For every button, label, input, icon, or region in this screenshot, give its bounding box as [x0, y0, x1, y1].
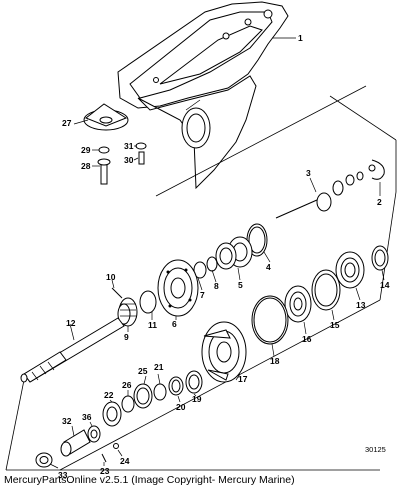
washer-29: [98, 146, 110, 154]
prop-nut-33: [35, 452, 53, 468]
callout-24: 24: [120, 456, 130, 466]
bearing-carrier-17: [201, 321, 247, 383]
callout-14: 14: [380, 280, 390, 290]
callout-31: 31: [124, 141, 134, 151]
bearing-5: [215, 236, 253, 270]
explosion-frame: [5, 85, 397, 471]
o-ring-4: [246, 223, 268, 257]
bearing-16: [284, 285, 312, 323]
callout-11: 11: [148, 320, 157, 330]
callout-5: 5: [238, 280, 243, 290]
figure-code: 30125: [365, 445, 386, 454]
screw-28: [97, 158, 111, 185]
callout-3: 3: [306, 168, 311, 178]
callout-19: 19: [192, 394, 202, 404]
callout-22: 22: [104, 390, 114, 400]
callout-12: 12: [66, 318, 76, 328]
reverse-gear-bearing-19: [185, 370, 203, 394]
callout-20: 20: [176, 402, 186, 412]
callout-21: 21: [154, 362, 164, 372]
gear-housing: [117, 1, 289, 190]
callout-7: 7: [200, 290, 205, 300]
trim-tab-assembly: [83, 103, 129, 131]
thrust-washer-15: [311, 269, 341, 311]
propeller-shaft-12: [20, 317, 125, 383]
forward-gear-6: [157, 259, 199, 317]
screw-30: [138, 151, 145, 165]
bearing-13: [335, 251, 365, 289]
callout-17: 17: [238, 374, 248, 384]
callout-1: 1: [298, 33, 303, 43]
callout-labels: 1 2 3 4 5 6 7 8 9 10 11 12 13 14 15 16 1…: [58, 33, 390, 480]
callout-18: 18: [270, 356, 280, 366]
washer-20: [168, 376, 184, 396]
callout-30: 30: [124, 155, 134, 165]
callout-9: 9: [124, 332, 129, 342]
thrust-hub-32: [60, 429, 91, 457]
callout-23: 23: [100, 466, 110, 476]
callout-15: 15: [330, 320, 340, 330]
washer-31: [135, 142, 147, 150]
spacer-7: [193, 261, 207, 279]
shift-shaft: [275, 171, 364, 219]
ring-21: [153, 383, 167, 401]
callout-32: 32: [62, 416, 72, 426]
callout-6: 6: [172, 319, 177, 329]
retainer-clip: [368, 159, 385, 180]
washer-36: [87, 425, 101, 443]
callout-4: 4: [266, 262, 271, 272]
callout-16: 16: [302, 334, 312, 344]
callout-10: 10: [106, 272, 116, 282]
callout-36: 36: [82, 412, 92, 422]
callout-26: 26: [122, 380, 132, 390]
spring-11: [139, 290, 157, 314]
washer-8: [206, 256, 218, 272]
o-ring-18: [251, 295, 289, 345]
retainer-26: [121, 395, 135, 413]
callout-25: 25: [138, 366, 148, 376]
washer-14: [371, 245, 389, 271]
tab-washer-25: [133, 383, 153, 409]
callout-27: 27: [62, 118, 72, 128]
callout-13: 13: [356, 300, 366, 310]
callout-2: 2: [377, 197, 382, 207]
copyright-footer: MercuryPartsOnline v2.5.1 (Image Copyrig…: [4, 474, 295, 486]
pin-24: [113, 443, 119, 449]
clutch-9: [117, 297, 138, 327]
callout-28: 28: [81, 161, 91, 171]
screw-23: [101, 453, 107, 463]
leader-lines: [49, 37, 385, 469]
callout-8: 8: [214, 281, 219, 291]
callout-33: 33: [58, 470, 68, 480]
bearing-22: [102, 401, 122, 427]
callout-29: 29: [81, 145, 91, 155]
cross-pin-10: [111, 287, 123, 299]
